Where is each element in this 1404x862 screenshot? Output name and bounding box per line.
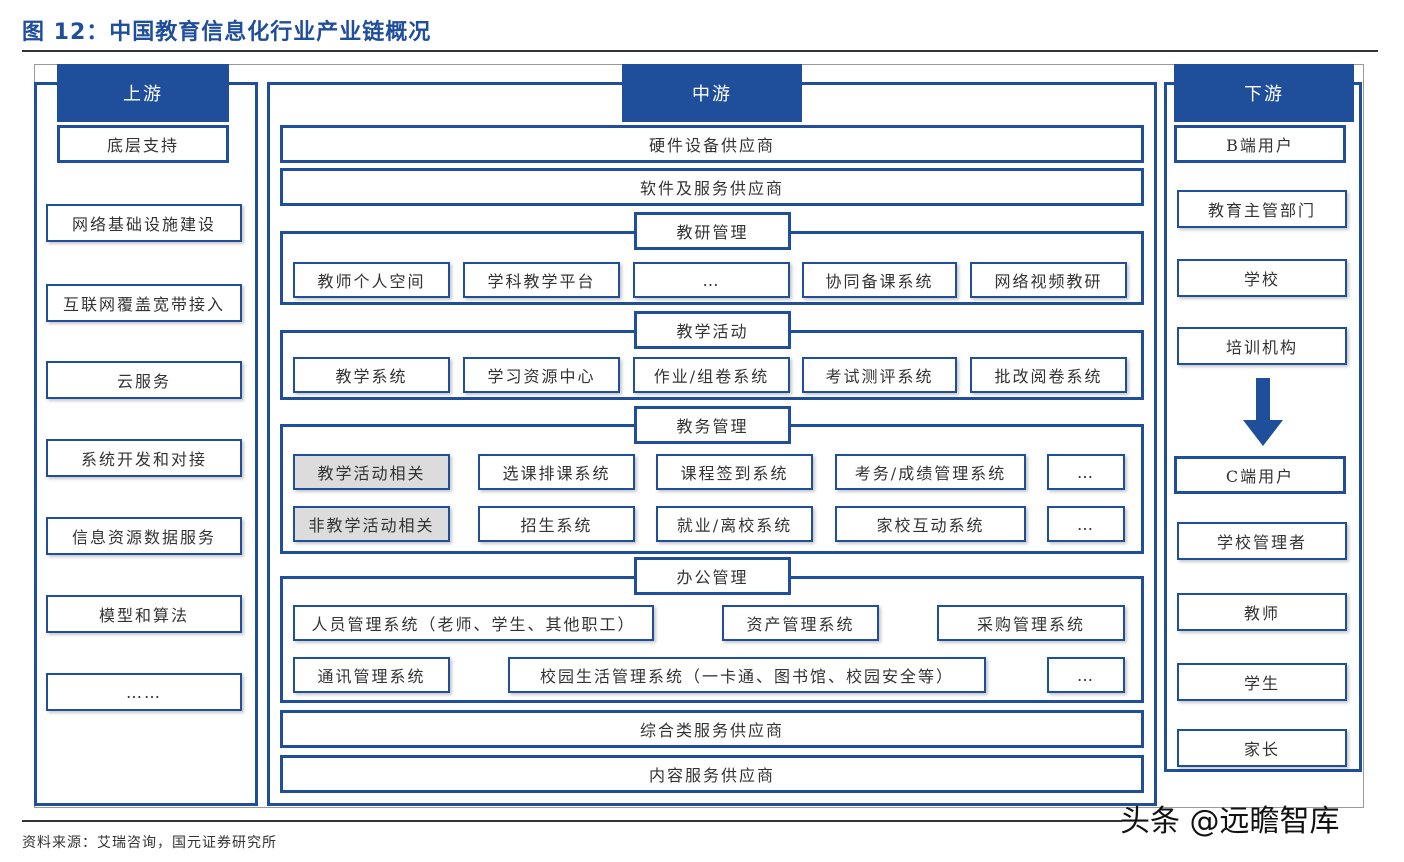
c-end-user-item: 学生 [1177,663,1347,701]
academic-affairs-label: 教务管理 [634,406,791,444]
research-item: 协同备课系统 [802,262,957,298]
academic-item: 课程签到系统 [656,454,813,490]
academic-item: 招生系统 [478,506,635,542]
upstream-item: 互联网覆盖宽带接入 [46,284,242,322]
office-item: 校园生活管理系统（一卡通、图书馆、校园安全等） [508,657,986,693]
academic-row1-label: 教学活动相关 [293,454,450,490]
downstream-tab: 下游 [1174,64,1354,122]
content-service-supplier: 内容服务供应商 [280,755,1144,793]
office-item: 资产管理系统 [722,605,879,641]
midstream-tab: 中游 [622,64,802,122]
academic-item: 就业/离校系统 [656,506,813,542]
office-item: 人员管理系统（老师、学生、其他职工） [293,605,654,641]
teaching-item: 考试测评系统 [802,357,957,393]
b-end-user-item: 培训机构 [1177,327,1347,365]
teaching-item: 教学系统 [293,357,450,393]
software-supplier: 软件及服务供应商 [280,168,1144,206]
upstream-item: 网络基础设施建设 [46,204,242,242]
upstream-item: 系统开发和对接 [46,439,242,477]
down-arrow-icon [1243,378,1283,446]
hardware-supplier: 硬件设备供应商 [280,125,1144,163]
upstream-item: …… [46,673,242,711]
title-rule [22,50,1378,52]
c-end-users-label: C端用户 [1174,456,1346,494]
c-end-user-item: 家长 [1177,729,1347,767]
research-management-label: 教研管理 [634,212,791,250]
office-item: 通讯管理系统 [293,657,450,693]
c-end-user-item: 教师 [1177,593,1347,631]
footer-rule [22,820,1122,822]
office-management-label: 办公管理 [634,557,791,595]
office-item: 采购管理系统 [937,605,1125,641]
teaching-item: 学习资源中心 [463,357,620,393]
upstream-sublabel: 底层支持 [57,125,229,163]
teaching-item: 作业/组卷系统 [633,357,790,393]
integrated-service-supplier: 综合类服务供应商 [280,710,1144,748]
academic-row2-label: 非教学活动相关 [293,506,450,542]
academic-item: 选课排课系统 [478,454,635,490]
b-end-user-item: 学校 [1177,259,1347,297]
upstream-tab: 上游 [57,64,229,122]
c-end-user-item: 学校管理者 [1177,522,1347,560]
teaching-activity-label: 教学活动 [634,311,791,349]
academic-item: … [1047,506,1125,542]
upstream-item: 模型和算法 [46,595,242,633]
watermark: 头条 @远瞻智库 [1120,804,1340,839]
research-item: 教师个人空间 [293,262,450,298]
upstream-item: 信息资源数据服务 [46,517,242,555]
b-end-users-label: B端用户 [1174,125,1346,163]
office-item: … [1047,657,1125,693]
academic-item: 家校互动系统 [835,506,1026,542]
academic-item: 考务/成绩管理系统 [835,454,1026,490]
research-item: 网络视频教研 [970,262,1127,298]
figure-title: 图 12：中国教育信息化行业产业链概况 [22,20,432,45]
upstream-item: 云服务 [46,361,242,399]
source-note: 资料来源：艾瑞咨询，国元证券研究所 [22,835,277,851]
teaching-item: 批改阅卷系统 [970,357,1127,393]
research-item: … [633,262,790,298]
research-item: 学科教学平台 [463,262,620,298]
academic-item: … [1047,454,1125,490]
b-end-user-item: 教育主管部门 [1177,190,1347,228]
